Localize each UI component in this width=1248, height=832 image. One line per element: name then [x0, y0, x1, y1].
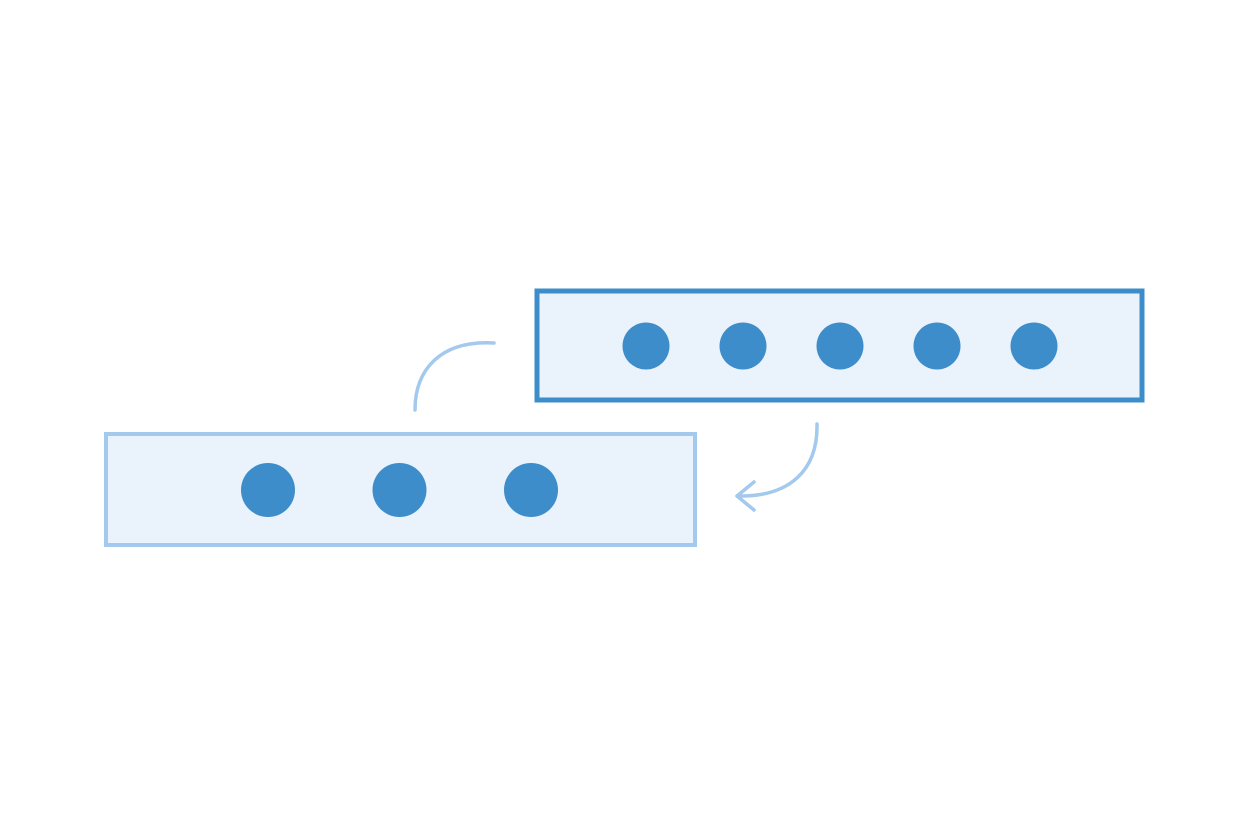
top-row-dots: [622, 322, 1058, 370]
arrowhead-icon: [735, 480, 756, 512]
top-row-container: [534, 288, 1145, 403]
dot-item: [622, 322, 670, 370]
dot-item: [372, 463, 427, 517]
bottom-row-box: [104, 432, 697, 547]
bottom-row-dots: [241, 463, 558, 517]
bottom-row-container: [104, 432, 697, 547]
connector-arc-up: [413, 341, 496, 412]
dot-item: [504, 463, 558, 517]
dot-item: [1010, 322, 1058, 370]
dot-item: [719, 322, 767, 370]
connector-arrow-down: [735, 422, 819, 512]
dot-item: [913, 322, 961, 370]
dot-item: [241, 463, 295, 517]
connector-arc: [736, 422, 819, 498]
dot-item: [816, 322, 864, 370]
